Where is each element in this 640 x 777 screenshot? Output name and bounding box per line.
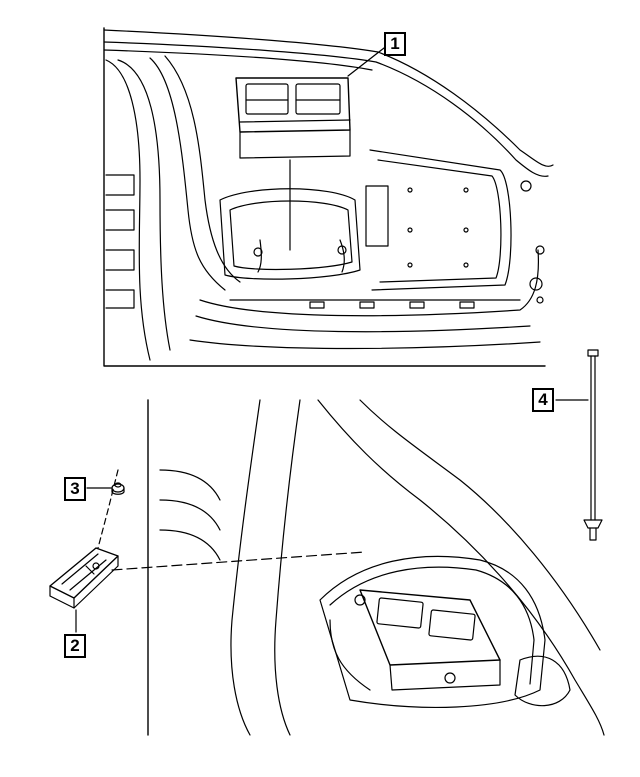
callout-2-label: 2 [64, 634, 86, 658]
battery-upper [235, 77, 351, 159]
callout-1-label: 1 [384, 32, 406, 56]
lower-trunk-view [111, 399, 605, 736]
callout-3-label: 3 [64, 477, 86, 501]
hold-down-bracket [49, 469, 119, 633]
callout-4-label: 4 [532, 388, 554, 412]
hold-down-rod [555, 349, 603, 541]
upper-trunk-view [103, 27, 554, 367]
nut [86, 482, 125, 495]
battery-lower [359, 589, 501, 691]
